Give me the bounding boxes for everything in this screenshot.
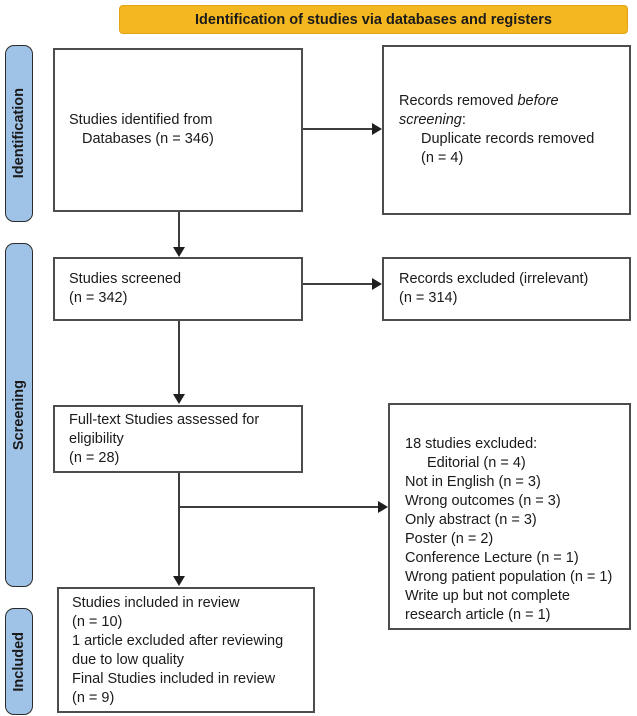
box-18-excluded-item: research article (n = 1)	[405, 607, 551, 623]
box-included-line1: Studies included in review	[72, 595, 240, 611]
box-records-removed-line1-pre: Records removed	[399, 93, 518, 109]
stage-label-included: Included	[5, 608, 33, 715]
stage-label-screening-text: Screening	[11, 379, 27, 451]
box-studies-identified-line2: Databases (n = 346)	[82, 131, 214, 147]
box-fulltext-line2: eligibility	[69, 430, 124, 447]
arrow-screened-to-excluded-line	[303, 283, 373, 285]
box-records-removed-line2-italic: screening	[399, 112, 462, 128]
box-18-excluded-item: Only abstract (n = 3)	[405, 512, 537, 528]
box-records-excluded-line2: (n = 314)	[399, 290, 458, 306]
arrow-fulltext-to-included-head	[173, 576, 185, 586]
arrow-fulltext-to-18excluded-line	[179, 506, 378, 508]
box-18-excluded-item: Editorial (n = 4)	[427, 455, 526, 471]
box-18-excluded-item: Not in English (n = 3)	[405, 474, 541, 490]
box-18-studies-excluded: 18 studies excluded: Editorial (n = 4) N…	[388, 403, 631, 630]
box-records-removed-line1-italic: before	[517, 93, 559, 109]
arrow-identified-to-screened-line	[178, 212, 180, 248]
box-studies-screened: Studies screened (n = 342)	[53, 257, 303, 321]
box-18-excluded-item: Wrong outcomes (n = 3)	[405, 493, 561, 509]
box-included-line3: 1 article excluded after reviewing	[72, 633, 284, 649]
box-records-removed: Records removed before screening: Duplic…	[382, 45, 631, 215]
arrow-screened-to-fulltext-head	[173, 394, 185, 404]
box-records-removed-line2-post: :	[461, 112, 466, 128]
box-records-excluded-line1: Records excluded (irrelevant)	[399, 271, 589, 287]
box-included-line6: (n = 9)	[72, 690, 115, 706]
box-included-line4: due to low quality	[72, 652, 185, 668]
box-18-excluded-item: Wrong patient population (n = 1)	[405, 569, 613, 585]
header-title: Identification of studies via databases …	[195, 11, 552, 28]
box-18-excluded-item: Poster (n = 2)	[405, 531, 494, 547]
arrow-identified-to-screened-head	[173, 247, 185, 257]
box-records-removed-line3: Duplicate records removed	[421, 131, 595, 147]
box-18-excluded-title: 18 studies excluded:	[405, 436, 538, 452]
header-banner: Identification of studies via databases …	[119, 5, 628, 34]
box-fulltext-line1: Full-text Studies assessed for	[69, 411, 260, 428]
stage-label-included-text: Included	[11, 631, 27, 692]
box-fulltext-line3: (n = 28)	[69, 449, 120, 466]
box-studies-identified-line1: Studies identified from	[69, 112, 213, 128]
arrow-identified-to-removed-head	[372, 123, 382, 135]
arrow-screened-to-excluded-head	[372, 278, 382, 290]
box-18-excluded-item: Write up but not complete	[405, 588, 570, 604]
box-fulltext-assessed: Full-text Studies assessed for eligibili…	[53, 405, 303, 473]
box-studies-screened-line2: (n = 342)	[69, 290, 128, 306]
stage-label-identification: Identification	[5, 45, 33, 222]
box-records-removed-line4: (n = 4)	[421, 150, 464, 166]
box-included-line2: (n = 10)	[72, 614, 123, 630]
arrow-fulltext-to-18excluded-head	[378, 501, 388, 513]
box-studies-identified: Studies identified from Databases (n = 3…	[53, 48, 303, 212]
box-studies-included: Studies included in review (n = 10) 1 ar…	[57, 587, 315, 713]
box-included-line5: Final Studies included in review	[72, 671, 276, 687]
box-studies-screened-line1: Studies screened	[69, 271, 182, 287]
stage-label-identification-text: Identification	[11, 88, 27, 179]
stage-label-screening: Screening	[5, 243, 33, 587]
box-records-excluded-irrelevant: Records excluded (irrelevant) (n = 314)	[382, 257, 631, 321]
arrow-fulltext-to-included-line	[178, 473, 180, 577]
arrow-identified-to-removed-line	[303, 128, 373, 130]
box-18-excluded-item: Conference Lecture (n = 1)	[405, 550, 579, 566]
arrow-screened-to-fulltext-line	[178, 321, 180, 395]
